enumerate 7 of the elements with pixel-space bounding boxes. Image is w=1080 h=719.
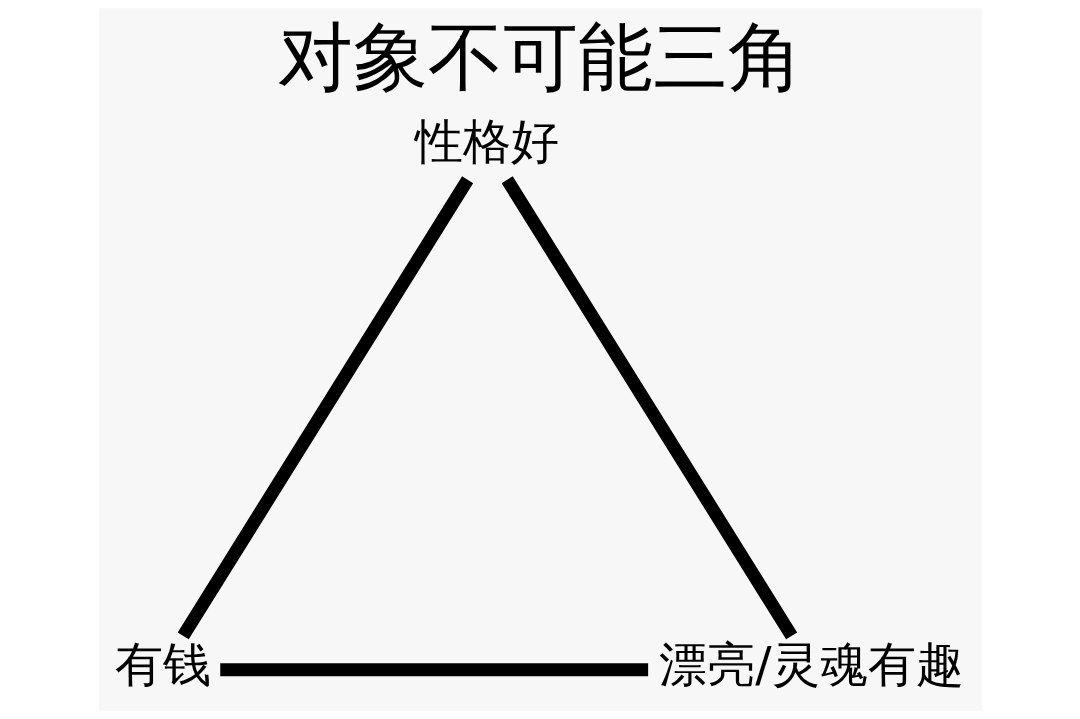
node-text: 性格好 — [414, 112, 559, 169]
connector — [177, 176, 473, 640]
connector — [219, 663, 648, 677]
node-text: 漂亮/灵魂有趣 — [658, 636, 964, 693]
node-text: 有钱 — [114, 636, 211, 693]
connector — [501, 176, 797, 640]
diagram-title: 对象不可能三角 — [277, 13, 803, 101]
